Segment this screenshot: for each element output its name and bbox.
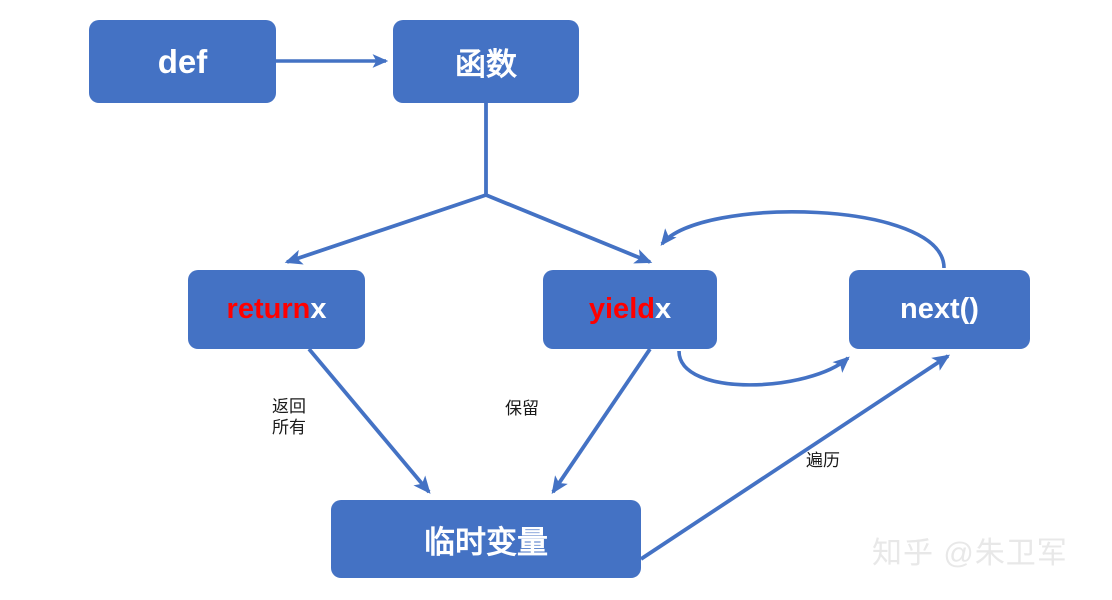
node-def-label: def [157, 42, 208, 80]
node-yield-arg: x [654, 293, 672, 325]
edge-func-to-return [284, 193, 487, 265]
edge-yield-to-next [677, 350, 850, 387]
edge-yield-to-temp [551, 347, 652, 495]
node-return-keyword: return [226, 293, 311, 325]
edge-label-keep: 保留 [505, 399, 539, 418]
node-function-label: 函数 [455, 47, 517, 82]
node-next[interactable]: next() [849, 270, 1030, 349]
node-yield[interactable]: yield x [543, 270, 717, 349]
edge-label-return-all: 返回 所有 [272, 397, 306, 438]
node-temp-variable-label: 临时变量 [424, 524, 548, 560]
node-next-label: next() [900, 293, 979, 325]
edge-next-to-yield [660, 210, 946, 269]
edge-return-to-temp [307, 347, 431, 494]
edge-temp-to-next [639, 354, 951, 561]
watermark: 知乎 @朱卫军 [872, 537, 1068, 570]
node-yield-keyword: yield [588, 293, 655, 325]
edge-label-iterate: 遍历 [806, 451, 840, 470]
node-return-arg: x [310, 293, 327, 325]
node-function[interactable]: 函数 [393, 20, 579, 103]
node-return[interactable]: return x [188, 270, 365, 349]
edge-func-to-yield [485, 193, 653, 264]
node-temp-variable[interactable]: 临时变量 [331, 500, 641, 578]
node-def[interactable]: def [89, 20, 276, 103]
